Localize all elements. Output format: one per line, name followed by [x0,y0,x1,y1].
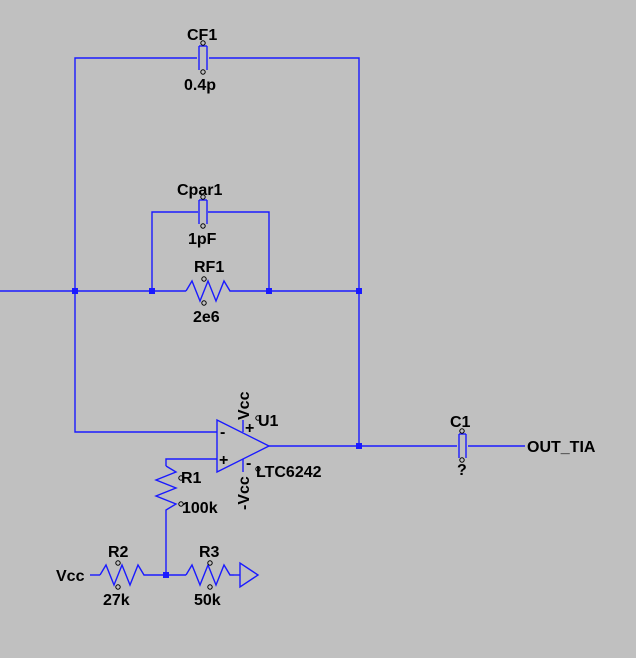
cpar1-pin-icon [200,194,206,200]
cf1-value: 0.4p [184,77,216,94]
opamp-neg-supply-label: -Vcc [236,476,253,510]
r3-pin-icon [207,584,213,590]
wire-inverting-input[interactable] [74,291,217,433]
cpar1-pin-icon [200,223,206,229]
r2-value: 27k [103,592,130,609]
junction-input-node [72,288,78,294]
capacitor-cf1[interactable]: CF1 0.4p [184,27,217,94]
c1-value: ? [457,462,467,479]
rf1-pin-icon [201,300,207,306]
wire-cf1-left[interactable] [74,57,197,291]
junctions [72,288,362,578]
wire-noninverting-input[interactable] [165,458,217,466]
junction-feedback-right [356,288,362,294]
resistor-rf1[interactable]: RF1 2e6 [185,259,234,326]
wire-cf1-right[interactable] [209,57,360,291]
capacitor-c1[interactable]: C1 ? [450,414,471,479]
wires [0,57,525,576]
resistor-r2[interactable]: R2 27k [99,544,148,609]
resistor-r3[interactable]: R3 50k [185,544,234,609]
wire-cpar1-right[interactable] [208,211,270,291]
c1-name: C1 [450,414,471,431]
cpar1-name: Cpar1 [177,182,222,199]
opamp-plus-sign: + [219,452,228,469]
rf1-value: 2e6 [193,309,220,326]
r1-pin-icon [178,501,184,507]
opamp-out-plus-sign: + [245,420,254,437]
r2-pin-icon [115,560,121,566]
net-label-output: OUT_TIA [527,439,596,456]
r3-zigzag-icon [185,563,234,587]
cf1-pin-icon [200,40,206,46]
r2-zigzag-icon [99,563,148,587]
rf1-zigzag-icon [185,279,234,303]
junction-output-node [356,443,362,449]
r3-name: R3 [199,544,220,561]
r3-value: 50k [194,592,221,609]
capacitor-cpar1[interactable]: Cpar1 1pF [177,182,222,248]
c1-pin-icon [459,457,465,463]
net-label-vcc: Vcc [56,568,85,585]
junction-cpar1-left [149,288,155,294]
r1-zigzag-icon [154,465,178,514]
ground-icon [239,561,260,589]
r1-value: 100k [182,500,218,517]
opamp-pin-icon [255,466,261,472]
r2-name: R2 [108,544,129,561]
opamp-out-minus-sign: - [246,455,251,472]
r1-pin-icon [178,475,184,481]
junction-divider-node [163,572,169,578]
r3-pin-icon [207,560,213,566]
opamp-minus-sign: - [220,424,225,441]
rf1-pin-icon [201,276,207,282]
cf1-name: CF1 [187,27,217,44]
r2-pin-icon [115,584,121,590]
cpar1-value: 1pF [188,231,217,248]
r1-name: R1 [181,470,202,487]
resistor-r1[interactable]: R1 100k [154,465,218,517]
opamp-pos-supply-label: Vcc [236,391,253,420]
opamp-model: LTC6242 [256,464,322,481]
wire-cpar1-left[interactable] [151,211,198,291]
junction-cpar1-right [266,288,272,294]
rf1-name: RF1 [194,259,224,276]
opamp-u1[interactable]: - + + - Vcc -Vcc U1 LTC6242 [216,391,322,510]
opamp-pin-icon [255,415,261,421]
opamp-name: U1 [258,413,279,430]
cf1-pin-icon [200,69,206,75]
c1-pin-icon [459,428,465,434]
